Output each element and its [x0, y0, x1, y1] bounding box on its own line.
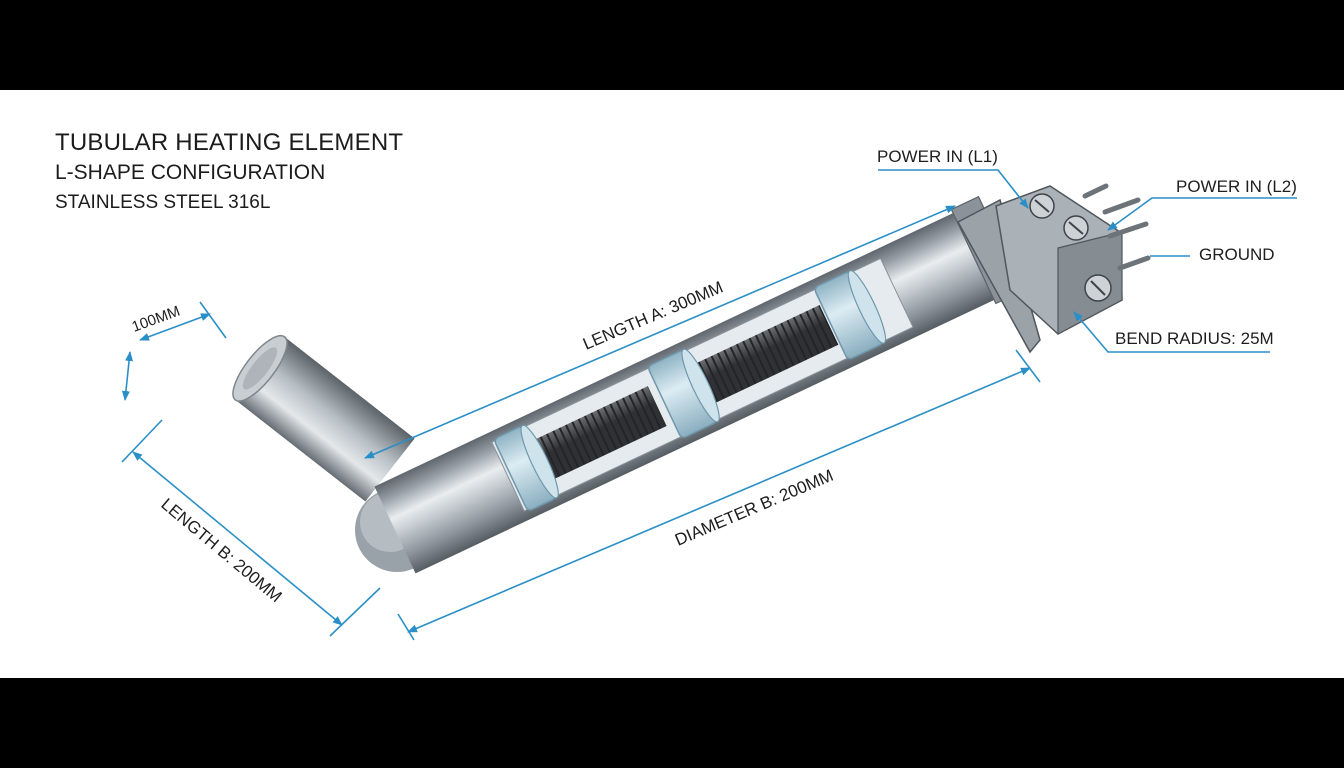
title-block: TUBULAR HEATING ELEMENT L-SHAPE CONFIGUR… [55, 128, 403, 218]
leader-power-l1 [878, 169, 1029, 209]
label-ground: GROUND [1199, 245, 1275, 264]
letterbox-bottom [0, 678, 1344, 768]
terminal-screw-l2 [1063, 215, 1089, 241]
leader-power-l2 [1107, 197, 1297, 231]
material-spec: STAINLESS STEEL 316L [55, 192, 271, 213]
tube-long-leg [374, 195, 1024, 574]
label-length-b: LENGTH B: 200MM [157, 495, 285, 607]
dim-line-100mm [139, 313, 211, 341]
dimension-lines [121, 169, 1297, 641]
terminal-screw-l1 [1029, 193, 1055, 219]
label-power-l2: POWER IN (L2) [1176, 177, 1297, 196]
label-diameter-b: DIAMETER B: 200MM [672, 466, 836, 550]
dim-line-diameter-b [407, 367, 1031, 633]
ground-screw [1084, 274, 1112, 302]
dim-line-diameter [121, 351, 134, 401]
drawing-title: TUBULAR HEATING ELEMENT [55, 129, 404, 156]
leader-bend-radius [1073, 311, 1270, 353]
letterbox-top [0, 0, 1344, 90]
label-100mm: 100MM [130, 303, 183, 336]
terminal-block [956, 183, 1151, 354]
dim-line-length-b [132, 451, 343, 626]
label-bend-radius: BEND RADIUS: 25M [1115, 329, 1274, 348]
drawing-subtitle: L-SHAPE CONFIGURATION [55, 161, 326, 184]
tube-short-leg [232, 334, 415, 502]
label-power-l1: POWER IN (L1) [877, 147, 998, 166]
